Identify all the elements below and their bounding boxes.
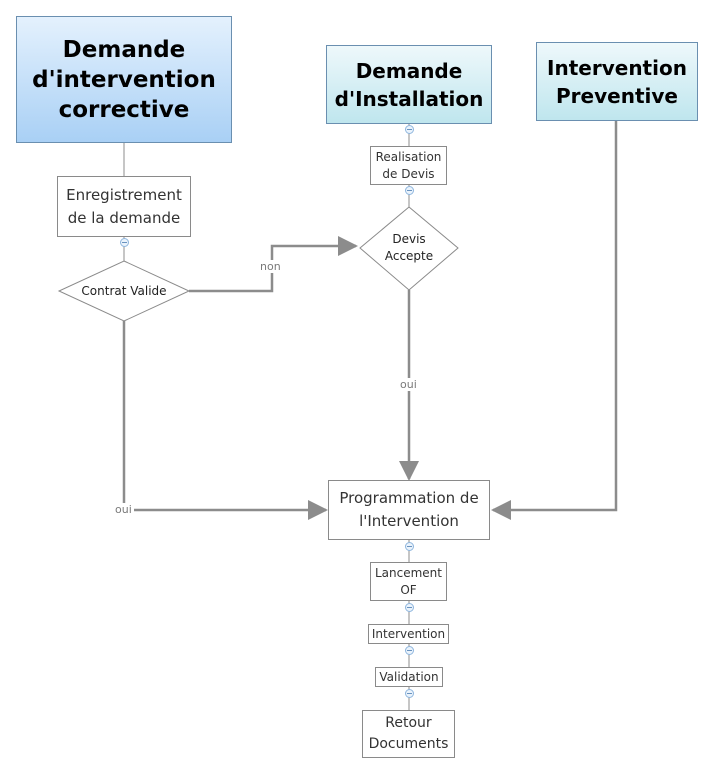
devis-accepte-diamond [359,206,459,291]
intervention-preventive-label: Intervention Preventive [547,55,687,108]
collapse-toggle-installation[interactable] [405,125,414,134]
devis-accepte-label: Devis Accepte [384,232,434,263]
realisation-devis-label: Realisation de Devis [375,149,442,181]
collapse-toggle-lancement[interactable] [405,603,414,612]
validation-node[interactable]: Validation [375,667,443,687]
demande-corrective-node[interactable]: Demande d'intervention corrective [16,16,232,143]
intervention-preventive-node[interactable]: Intervention Preventive [536,42,698,121]
realisation-devis-node[interactable]: Realisation de Devis [370,146,447,185]
intervention-node[interactable]: Intervention [368,624,449,644]
retour-documents-label: Retour Documents [368,715,449,752]
demande-installation-node[interactable]: Demande d'Installation [326,45,492,124]
programmation-node[interactable]: Programmation de l'Intervention [328,480,490,540]
connector-preventive-programmation [491,121,618,520]
edge-label-non: non [258,260,283,273]
collapse-toggle-validation[interactable] [405,689,414,698]
enregistrement-node[interactable]: Enregistrement de la demande [57,176,191,237]
collapse-toggle-realisation[interactable] [405,186,414,195]
demande-installation-label: Demande d'Installation [334,58,484,111]
lancement-of-label: Lancement OF [374,565,442,597]
edge-label-oui-center: oui [398,378,419,391]
connector-contrat-oui-programmation [122,321,328,520]
enregistrement-label: Enregistrement de la demande [66,185,182,227]
demande-corrective-label: Demande d'intervention corrective [32,36,216,123]
edge-label-oui-left: oui [113,503,134,516]
collapse-toggle-programmation[interactable] [405,542,414,551]
contrat-valide-label: Contrat Valide [81,284,167,298]
collapse-toggle-intervention[interactable] [405,646,414,655]
collapse-toggle-enregistrement[interactable] [120,238,129,247]
contrat-valide-diamond [57,260,191,322]
programmation-label: Programmation de l'Intervention [339,489,479,530]
retour-documents-node[interactable]: Retour Documents [362,710,455,758]
validation-label: Validation [379,669,439,684]
lancement-of-node[interactable]: Lancement OF [370,562,447,601]
intervention-label: Intervention [371,626,446,641]
